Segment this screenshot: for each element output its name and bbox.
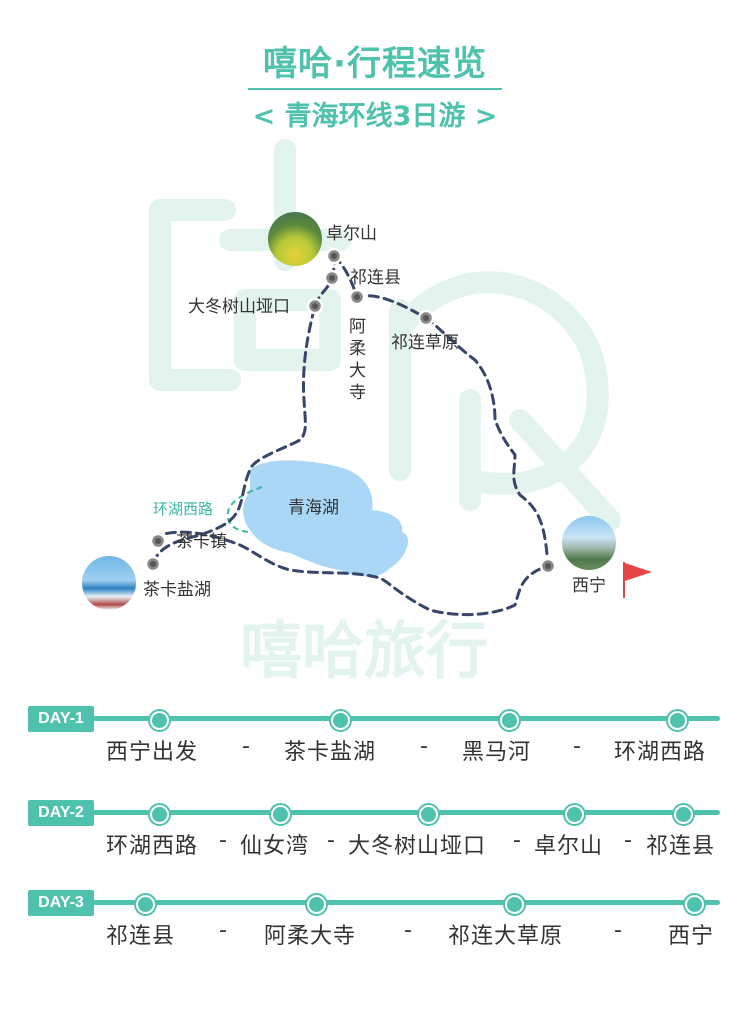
day-2-row: DAY-2 环湖西路 - 仙女湾 - 大冬树山垭口 - 卓尔山 - 祁连县 — [0, 794, 750, 874]
timeline-dot — [136, 895, 155, 914]
timeline-dot — [500, 711, 519, 730]
day-1-timeline — [92, 716, 720, 721]
day-2-sep: - — [513, 828, 522, 853]
flag-icon — [623, 562, 652, 598]
timeline-dot — [668, 711, 687, 730]
timeline-dot — [685, 895, 704, 914]
day-2-stop: 仙女湾 — [240, 834, 310, 859]
route-line — [151, 254, 550, 617]
timeline-dot — [505, 895, 524, 914]
timeline-dot — [419, 805, 438, 824]
qinghai-lake — [243, 460, 409, 577]
timeline-dot — [150, 805, 169, 824]
label-zhuoershan: 卓尔山 — [326, 224, 377, 244]
label-xining: 西宁 — [572, 576, 606, 596]
day-1-stop: 黑马河 — [462, 740, 532, 765]
timeline-dot — [565, 805, 584, 824]
day-2-sep: - — [327, 828, 336, 853]
page-subtitle: < 青海环线3日游 > — [252, 101, 498, 132]
day-1-sep: - — [573, 734, 582, 759]
day-3-stop: 祁连县 — [106, 924, 176, 949]
label-arou: 阿柔大寺 — [349, 317, 366, 403]
timeline-dot — [307, 895, 326, 914]
day-3-tag: DAY-3 — [28, 890, 94, 916]
label-chakayanhu: 茶卡盐湖 — [143, 580, 211, 600]
day-1-stop: 环湖西路 — [614, 740, 707, 765]
day-2-stop: 环湖西路 — [106, 834, 199, 859]
day-1-sep: - — [420, 734, 429, 759]
label-dadongshu: 大冬树山垭口 — [188, 297, 290, 317]
label-qinghaihu: 青海湖 — [288, 498, 339, 518]
day-3-stop: 祁连大草原 — [448, 924, 564, 949]
day-3-sep: - — [219, 918, 228, 943]
day-2-stop: 大冬树山垭口 — [348, 834, 487, 859]
watermark-text: 嘻哈旅行 — [240, 614, 488, 687]
qinghai-lake-islet — [380, 522, 400, 538]
timeline-dot — [331, 711, 350, 730]
day-2-stop: 卓尔山 — [534, 834, 604, 859]
xining-photo — [562, 516, 616, 570]
day-1-sep: - — [242, 734, 251, 759]
huanhuxilu-route — [226, 486, 263, 533]
timeline-dot — [271, 805, 290, 824]
watermark-logo — [149, 139, 621, 531]
day-1-tag: DAY-1 — [28, 706, 94, 732]
zhuoershan-photo — [268, 212, 322, 266]
label-huanhuxilu: 环湖西路 — [153, 500, 214, 518]
timeline-dot — [674, 805, 693, 824]
day-3-sep: - — [614, 918, 623, 943]
timeline-dot — [150, 711, 169, 730]
day-2-tag: DAY-2 — [28, 800, 94, 826]
label-qiliancaoyuan: 祁连草原 — [391, 333, 459, 353]
day-2-stop: 祁连县 — [646, 834, 716, 859]
day-1-stop: 西宁出发 — [106, 740, 199, 765]
page-title: 嘻哈·行程速览 — [263, 44, 487, 84]
day-3-row: DAY-3 祁连县 - 阿柔大寺 - 祁连大草原 - 西宁 — [0, 884, 750, 964]
day-2-sep: - — [219, 828, 228, 853]
day-3-sep: - — [404, 918, 413, 943]
label-qilianxian: 祁连县 — [350, 268, 401, 288]
day-3-timeline — [92, 900, 720, 905]
day-1-row: DAY-1 西宁出发 - 茶卡盐湖 - 黑马河 - 环湖西路 — [0, 700, 750, 780]
chakayanhu-photo — [82, 556, 136, 610]
day-3-stop: 阿柔大寺 — [264, 924, 357, 949]
day-2-timeline — [92, 810, 720, 815]
day-1-stop: 茶卡盐湖 — [284, 740, 377, 765]
day-2-sep: - — [624, 828, 633, 853]
day-3-stop: 西宁 — [668, 924, 715, 949]
label-chaka: 茶卡镇 — [176, 532, 227, 552]
title-divider — [248, 88, 502, 90]
